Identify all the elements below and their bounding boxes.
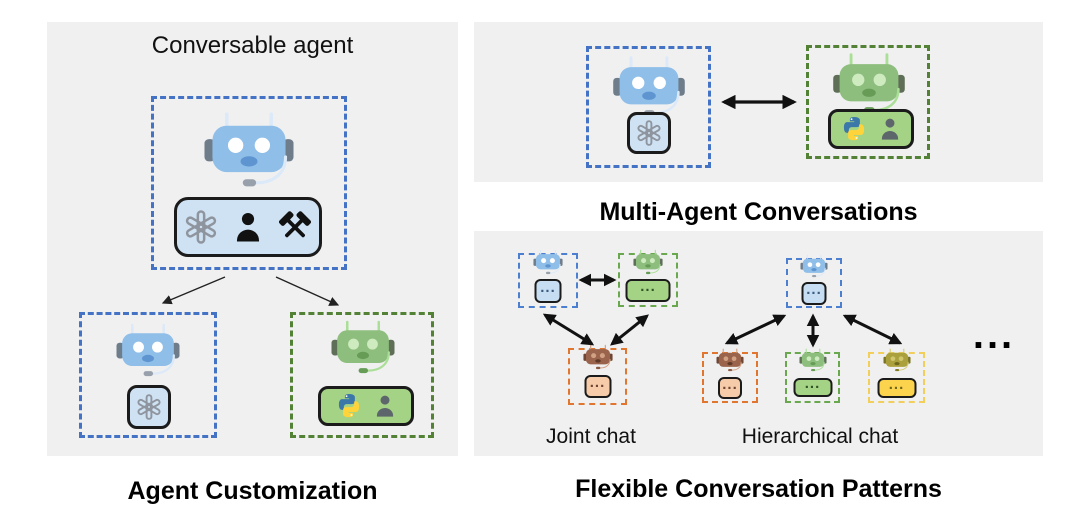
robot-icon [331,317,395,375]
branch-arrow-icon [275,276,340,306]
robot-icon [583,343,613,370]
more-patterns-ellipsis: ... [972,313,1016,357]
python-agent-box [806,45,930,159]
crossed-hammers-icon [274,206,316,248]
python-logo-icon [839,114,869,144]
chat-box: ... [718,376,742,399]
person-icon [371,392,399,420]
agent-customization-panel: Conversable agent [47,22,458,456]
double-arrow-icon [610,314,649,346]
openai-logo-icon [633,117,665,149]
chat-box: ... [584,375,611,398]
multi-agent-conversations-panel [474,22,1043,182]
double-arrow-icon [721,94,797,110]
hierarchical-chat-root-agent: ... [786,258,842,308]
branch-arrow-icon [161,276,226,305]
robot-icon [716,347,744,372]
flexible-conversation-patterns-caption: Flexible Conversation Patterns [575,475,942,503]
robot-icon [204,107,294,189]
double-arrow-icon [724,314,787,345]
robot-icon [116,320,180,378]
chat-box: ... [793,376,832,397]
capability-badge [174,197,322,257]
hierarchical-chat-green-agent: ... [785,352,840,403]
python-human-badge [828,109,914,149]
hierarchical-chat-orange-agent: ... [702,352,758,403]
joint-chat-label: Joint chat [546,425,636,448]
agent-customization-caption: Agent Customization [127,477,378,505]
python-human-badge [318,386,414,426]
robot-icon [533,248,563,275]
joint-chat-green-agent: ... [618,253,678,307]
openai-logo-icon [133,391,165,423]
robot-icon [833,49,905,115]
chat-box: ... [877,376,916,398]
joint-chat-orange-agent: ... [568,348,627,405]
llm-badge [127,385,171,429]
chat-box: ... [801,282,827,305]
robot-icon [799,347,827,372]
flexible-conversation-patterns-panel: ... ... ... ... ... [474,231,1043,456]
chat-box: ... [625,279,671,302]
robot-icon [633,248,663,275]
person-icon [876,115,904,143]
hierarchical-chat-yellow-agent: ... [868,352,925,403]
python-logo-icon [334,391,364,421]
chat-box: ... [534,279,562,303]
multi-agent-conversations-caption: Multi-Agent Conversations [599,198,918,226]
joint-chat-blue-agent: ... [518,253,578,308]
person-icon [229,208,267,246]
openai-agent-box [586,46,711,168]
double-arrow-icon [542,313,595,346]
llm-badge [627,112,671,154]
double-arrow-icon [842,314,903,345]
python-agent-box [290,312,434,438]
hierarchical-chat-label: Hierarchical chat [741,425,899,448]
robot-icon [613,52,685,118]
openai-logo-icon [180,206,222,248]
robot-icon [883,347,911,372]
openai-agent-box [79,312,217,438]
conversable-agent-title: Conversable agent [151,32,354,59]
conversable-agent-box [151,96,347,270]
robot-icon [800,253,828,278]
